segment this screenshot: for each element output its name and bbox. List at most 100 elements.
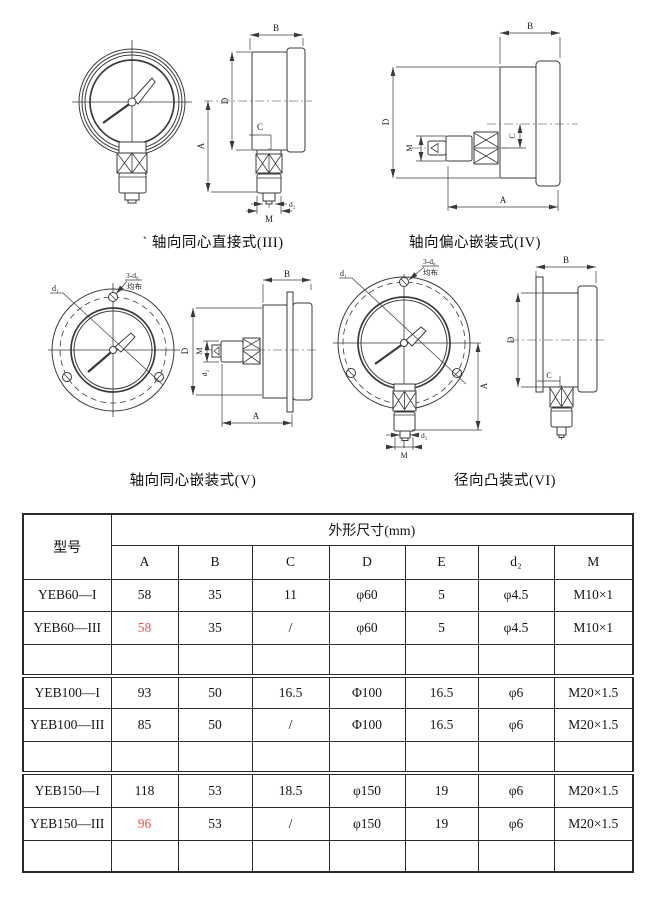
- value-cell: [477, 740, 555, 774]
- table-row-empty: [22, 839, 634, 873]
- model-cell: YEB150—I: [22, 771, 112, 808]
- table-row: YEB150—III 96 53 / φ150 19 φ6 M20×1.5: [22, 806, 634, 841]
- table-subheader-row: A B C D E d₂ M: [23, 544, 634, 580]
- drawing-axial-eccentric-embedded: B D M C A: [381, 21, 578, 211]
- value-cell: [328, 643, 406, 677]
- value-cell: φ6: [477, 674, 555, 709]
- dim-label-d: D: [180, 347, 190, 354]
- dims-header-cell: 外形尺寸(mm): [110, 513, 634, 546]
- figure-caption-type-6: 径向凸装式(VI): [454, 473, 556, 489]
- dim-label-d2: d₂: [289, 200, 296, 209]
- figure-caption-type-4: 轴向偏心嵌装式(IV): [409, 235, 541, 251]
- model-cell: YEB60—I: [22, 578, 112, 612]
- dim-label-m: M: [265, 214, 273, 224]
- value-cell: [328, 740, 406, 774]
- model-cell: YEB150—III: [22, 806, 112, 841]
- table-header-row: 型号 外形尺寸(mm): [22, 513, 634, 580]
- drawing-axial-concentric-direct: B D A C d₂ M: [72, 23, 312, 224]
- dim-label-evenly: 均布: [423, 267, 438, 277]
- value-cell-highlighted: 58: [110, 610, 179, 645]
- value-cell: φ60: [328, 578, 406, 612]
- drawing-axial-concentric-embedded: d₁ 3-d₀ 均布 B D M d₂ A: [48, 269, 318, 427]
- value-cell: 53: [177, 771, 253, 808]
- gauge-needle: [132, 77, 156, 105]
- dim-label-c: C: [508, 133, 517, 138]
- value-cell-highlighted: 96: [110, 806, 179, 841]
- value-cell: [553, 839, 634, 873]
- table-row: YEB60—I 58 35 11 φ60 5 φ4.5 M10×1: [22, 578, 634, 612]
- value-cell: 50: [177, 707, 253, 742]
- value-cell: 5: [404, 610, 479, 645]
- value-cell: M10×1: [553, 578, 634, 612]
- table-row: YEB100—III 85 50 / Φ100 16.5 φ6 M20×1.5: [22, 707, 634, 742]
- value-cell: 93: [110, 674, 179, 709]
- col-header-c: C: [251, 544, 330, 580]
- value-cell: 11: [251, 578, 330, 612]
- model-cell: [22, 839, 112, 873]
- table-row-empty: [22, 740, 634, 774]
- dim-label-m: M: [195, 347, 204, 354]
- value-cell: φ6: [477, 707, 555, 742]
- dim-label-a: A: [500, 195, 507, 205]
- dim-label-c: C: [257, 122, 263, 132]
- dim-label-b: B: [284, 269, 290, 279]
- value-cell: M20×1.5: [553, 707, 634, 742]
- value-cell: M20×1.5: [553, 771, 634, 808]
- value-cell: φ150: [328, 806, 406, 841]
- dim-label-a: A: [479, 382, 489, 389]
- dim-label-holes: 3-d₀: [423, 257, 436, 266]
- col-header-m: M: [553, 544, 634, 580]
- value-cell: [251, 839, 330, 873]
- dim-label-d1: d₁: [340, 269, 347, 278]
- value-cell: [477, 643, 555, 677]
- value-cell: [404, 740, 479, 774]
- value-cell: [553, 643, 634, 677]
- value-cell: [110, 643, 179, 677]
- value-cell: /: [251, 707, 330, 742]
- dim-label-holes: 3-d₀: [126, 271, 139, 280]
- value-cell: /: [251, 806, 330, 841]
- table-row: YEB60—III 58 35 / φ60 5 φ4.5 M10×1: [22, 610, 634, 645]
- value-cell: [477, 839, 555, 873]
- value-cell: /: [251, 610, 330, 645]
- figure-caption-type-5: 轴向同心嵌装式(V): [129, 473, 257, 489]
- dim-label-d: D: [220, 97, 230, 104]
- value-cell: 16.5: [404, 707, 479, 742]
- value-cell: 53: [177, 806, 253, 841]
- value-cell: φ4.5: [477, 610, 555, 645]
- value-cell: 16.5: [404, 674, 479, 709]
- value-cell: Φ100: [328, 707, 406, 742]
- drawing-radial-protruding: d₁ 3-d₀ 均布 d₂ M A B: [333, 255, 605, 460]
- table-row-empty: [22, 643, 634, 677]
- value-cell: [404, 643, 479, 677]
- value-cell: [553, 740, 634, 774]
- value-cell: 118: [110, 771, 179, 808]
- value-cell: [251, 643, 330, 677]
- value-cell: M20×1.5: [553, 806, 634, 841]
- dim-label-d: D: [506, 336, 516, 343]
- dim-label-c: C: [546, 371, 551, 380]
- col-header-b: B: [177, 544, 253, 580]
- value-cell: 19: [404, 806, 479, 841]
- value-cell: 16.5: [251, 674, 330, 709]
- dim-label-a: A: [196, 142, 206, 149]
- value-cell: [177, 740, 253, 774]
- model-cell: YEB60—III: [22, 610, 112, 645]
- value-cell: 58: [110, 578, 179, 612]
- dimensions-table: 型号 外形尺寸(mm) A B C D E d₂ M YEB60—I 58 35…: [22, 513, 635, 873]
- dim-label-a: A: [253, 411, 260, 421]
- col-header-e: E: [404, 544, 479, 580]
- value-cell: 19: [404, 771, 479, 808]
- table-row: YEB100—I 93 50 16.5 Φ100 16.5 φ6 M20×1.5: [22, 674, 634, 709]
- figure-caption-type-3: ` 轴向同心直接式(III): [142, 235, 284, 251]
- value-cell: [328, 839, 406, 873]
- dim-label-d2: d₂: [200, 369, 209, 376]
- model-header-cell: 型号: [22, 513, 112, 580]
- model-cell: [22, 643, 112, 677]
- dim-label-b: B: [563, 255, 569, 265]
- value-cell: 35: [177, 610, 253, 645]
- dim-label-b: B: [527, 21, 533, 31]
- value-cell: 85: [110, 707, 179, 742]
- value-cell: M20×1.5: [553, 674, 634, 709]
